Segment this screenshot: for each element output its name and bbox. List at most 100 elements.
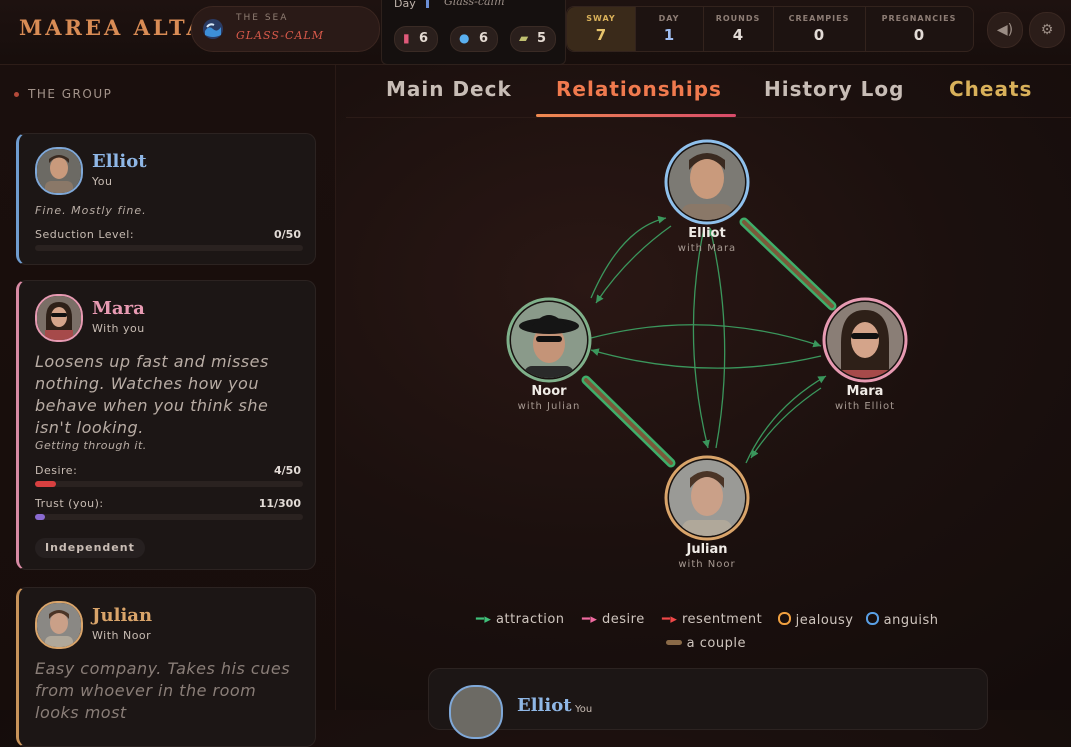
avatar-mara	[35, 294, 83, 342]
tab-cheats[interactable]: Cheats	[949, 77, 1033, 101]
trust-bar-fill	[35, 514, 45, 520]
card-name: Mara	[92, 298, 145, 319]
attraction-edge	[595, 225, 672, 304]
attraction-edge	[692, 227, 710, 449]
legend-attraction-label: attraction	[496, 612, 565, 627]
tab-relationships[interactable]: Relationships	[556, 77, 722, 101]
active-tab-indicator	[536, 114, 736, 117]
stat-day-value: 1	[663, 26, 675, 44]
attraction-edge	[590, 348, 822, 369]
tab-history-log[interactable]: History Log	[764, 77, 905, 101]
wave-icon	[203, 19, 223, 39]
brand-logo: MAREA ALTA	[19, 15, 206, 40]
character-card-elliot[interactable]: Elliot You Fine. Mostly fine. Seduction …	[16, 133, 316, 265]
settings-button[interactable]: ⚙	[1029, 12, 1065, 48]
character-card-mara[interactable]: Mara With you Loosens up fast and misses…	[16, 280, 316, 570]
bullet-dot-icon	[14, 92, 19, 97]
couple-edge-elliot-mara	[739, 217, 837, 311]
day-inventory-panel: Day Glass-calm ▮ 6 ● 6 ▰ 5	[381, 0, 566, 65]
jealousy-ring-icon	[778, 612, 791, 625]
node-name-elliot: Elliot	[688, 226, 726, 241]
legend-desire-label: desire	[602, 612, 645, 627]
legend-anguish-label: anguish	[883, 613, 939, 628]
sound-button[interactable]: ◀)	[987, 12, 1023, 48]
legend-jealousy-label: jealousy	[795, 613, 854, 628]
bar-label: Seduction Level:	[35, 228, 135, 241]
sea-value: GLASS-CALM	[236, 29, 324, 42]
soda-chip[interactable]: ▮ 6	[394, 26, 438, 52]
couple-edge-noor-julian	[581, 375, 676, 468]
attraction-edges	[590, 215, 827, 464]
stat-sway: SWAY 7	[567, 7, 636, 51]
desire-bar-fill	[35, 481, 57, 487]
soda-count: 6	[418, 31, 428, 46]
top-bar: MAREA ALTA THE SEA GLASS-CALM Day Glass-…	[0, 0, 1071, 65]
stat-day: DAY 1	[635, 7, 704, 51]
card-status: Getting through it.	[35, 439, 147, 452]
card-sub: With Noor	[92, 629, 152, 642]
legend-couple-label: a couple	[686, 636, 746, 651]
legend-anguish: anguish	[866, 612, 938, 628]
bar-value: 0/50	[274, 228, 301, 241]
relationship-edges	[506, 139, 908, 541]
stat-pregnancies-value: 0	[913, 26, 925, 44]
water-count: 6	[478, 31, 488, 46]
stat-pregnancies: PREGNANCIES 0	[865, 7, 973, 51]
node-noor[interactable]	[506, 297, 592, 384]
desire-arrow-icon: ━▸	[582, 612, 598, 627]
day-weather: Glass-calm	[444, 0, 505, 8]
detail-card-name: Elliot	[517, 695, 572, 716]
legend-jealousy: jealousy	[778, 612, 854, 628]
character-card-julian[interactable]: Julian With Noor Easy company. Takes his…	[16, 587, 316, 747]
attraction-edge	[707, 227, 726, 449]
attraction-edge	[750, 387, 822, 459]
card-sub: With you	[92, 322, 145, 335]
water-chip[interactable]: ● 6	[450, 26, 498, 52]
card-description: Loosens up fast and misses nothing. Watc…	[35, 352, 269, 437]
stat-day-label: DAY	[658, 14, 680, 23]
group-sidebar: THE GROUP Elliot You Fine. Mostly fine. …	[0, 65, 336, 747]
water-drop-icon: ●	[459, 31, 470, 45]
node-sub-julian: with Noor	[678, 559, 736, 570]
seduction-bar	[35, 245, 303, 251]
legend-desire: ━▸ desire	[582, 612, 645, 627]
tab-main-deck[interactable]: Main Deck	[386, 77, 512, 101]
attraction-edge	[590, 215, 667, 299]
stat-creampies: CREAMPIES 0	[773, 7, 866, 51]
avatar-julian	[35, 601, 83, 649]
speaker-icon: ◀)	[996, 22, 1014, 38]
group-title-text: THE GROUP	[28, 87, 113, 101]
couple-line-icon	[666, 640, 682, 645]
stat-pregnancies-label: PREGNANCIES	[881, 14, 957, 23]
node-julian[interactable]	[664, 455, 750, 541]
node-elliot[interactable]	[664, 139, 750, 226]
stat-sway-label: SWAY	[586, 14, 616, 23]
legend-resentment-label: resentment	[682, 612, 763, 627]
main-tabs: Main Deck Relationships History Log Chea…	[346, 65, 1071, 118]
resentment-arrow-icon: ━▸	[662, 612, 678, 627]
trust-label: Trust (you):	[35, 497, 104, 510]
bottle-chip[interactable]: ▰ 5	[510, 26, 556, 52]
stat-rounds-value: 4	[732, 26, 744, 44]
stat-creampies-value: 0	[813, 26, 825, 44]
card-description: Easy company. Takes his cues from whoeve…	[35, 659, 291, 722]
legend-resentment: ━▸ resentment	[662, 612, 762, 627]
stat-creampies-label: CREAMPIES	[788, 14, 850, 23]
stat-rounds-label: ROUNDS	[715, 14, 761, 23]
node-sub-noor: with Julian	[517, 401, 581, 412]
day-indicator	[426, 0, 429, 8]
card-name: Julian	[92, 605, 153, 626]
stats-panel: SWAY 7 DAY 1 ROUNDS 4 CREAMPIES 0 PREGNA…	[566, 6, 974, 52]
detail-card-elliot[interactable]: Elliot You	[428, 668, 988, 739]
legend-couple: a couple	[666, 636, 746, 651]
sea-status-pill[interactable]: THE SEA GLASS-CALM	[191, 6, 380, 52]
status-badge: Independent	[35, 538, 145, 558]
node-sub-elliot: with Mara	[677, 243, 737, 254]
node-name-mara: Mara	[846, 384, 884, 399]
bottle-icon: ▰	[519, 31, 529, 45]
desire-bar	[35, 481, 303, 487]
gear-icon: ⚙	[1040, 22, 1054, 38]
node-mara[interactable]	[822, 297, 908, 384]
group-title: THE GROUP	[14, 87, 112, 101]
attraction-edge	[590, 324, 822, 348]
